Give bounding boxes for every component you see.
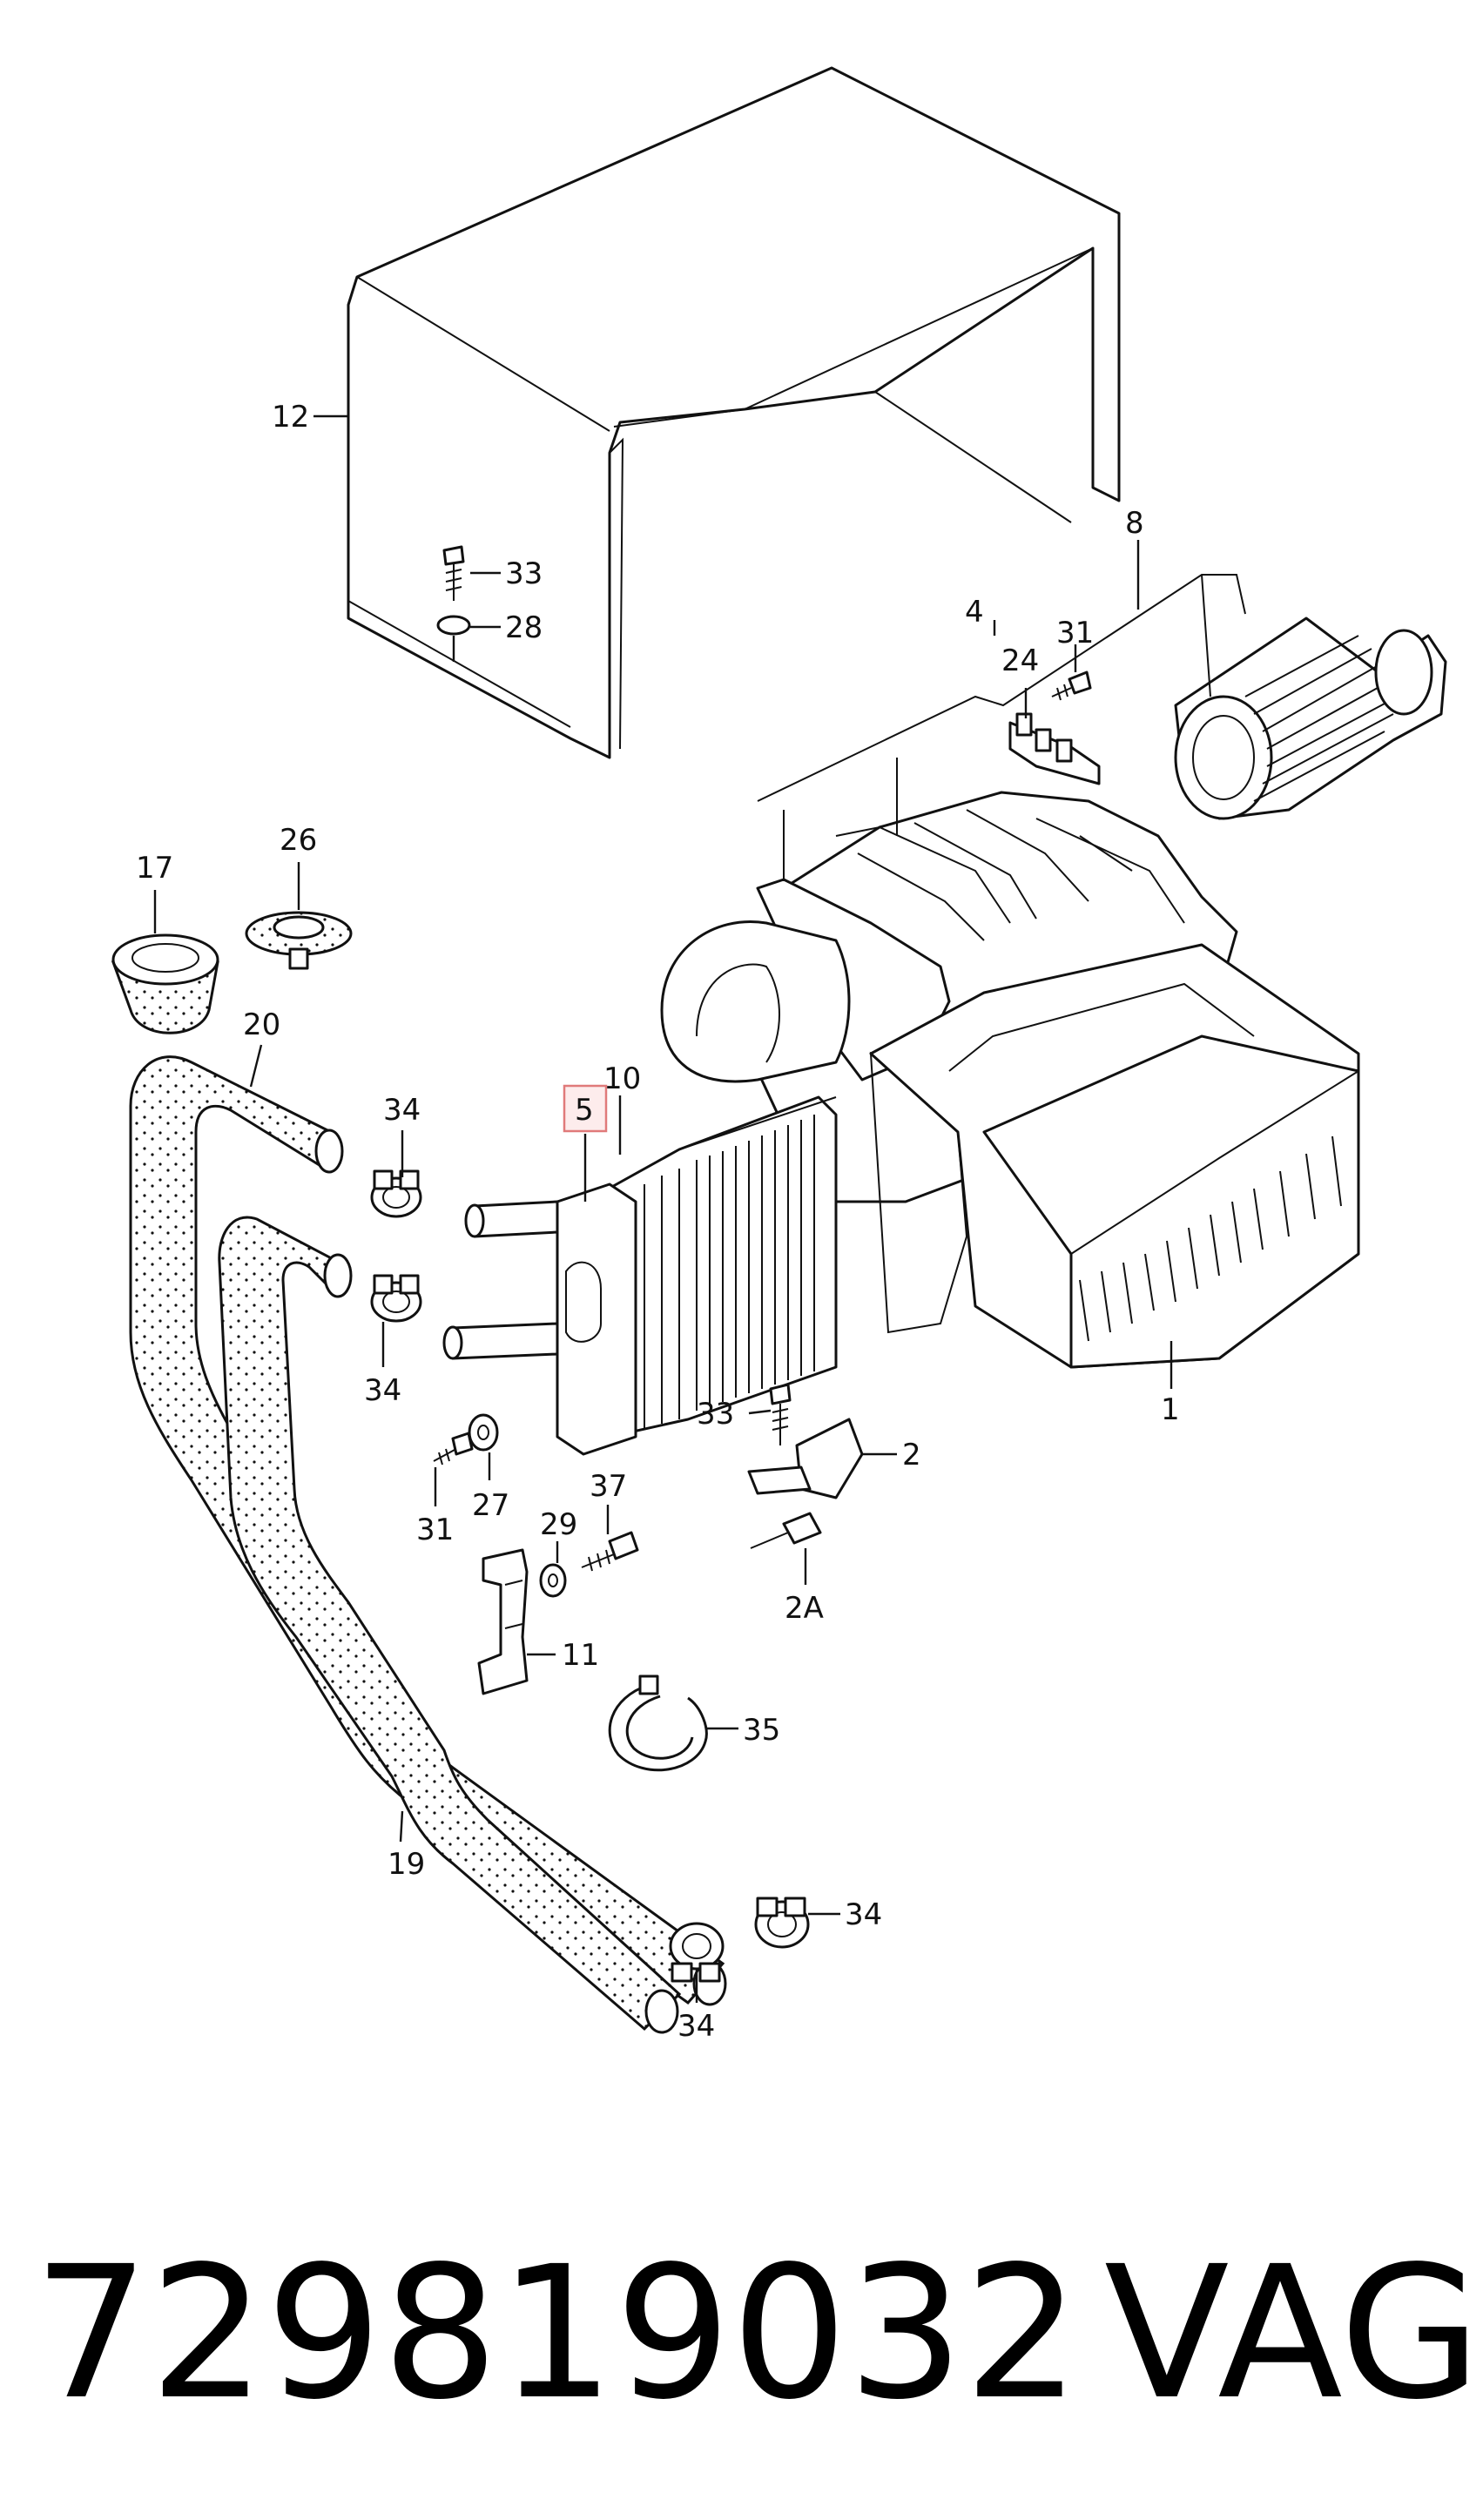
- filter-box: [869, 943, 1360, 1369]
- washer-29-hole: [548, 1573, 558, 1587]
- screw-33-lower: [769, 1383, 792, 1445]
- highlight-box-5: [563, 1084, 608, 1133]
- callout-33-lower: 33: [697, 1397, 734, 1432]
- callout-20: 20: [243, 1007, 280, 1042]
- washer-27: [468, 1413, 499, 1452]
- callout-34-upper: 34: [383, 1093, 421, 1128]
- leader-33b: [748, 1409, 772, 1415]
- callout-27: 27: [472, 1488, 509, 1523]
- group-bracket-ticks: [783, 574, 1211, 879]
- callout-2: 2: [902, 1438, 921, 1472]
- bracket-11: [477, 1548, 529, 1695]
- callout-19: 19: [388, 1847, 425, 1882]
- callout-26: 26: [280, 823, 317, 858]
- callout-29: 29: [540, 1507, 577, 1542]
- clip-24: [1008, 712, 1101, 785]
- callout-1: 1: [1161, 1392, 1180, 1427]
- brand-name: VAG: [1104, 2227, 1481, 2440]
- callout-28: 28: [505, 610, 543, 645]
- screw-31-upper: [1051, 670, 1092, 701]
- callout-12: 12: [272, 400, 309, 435]
- callout-24: 24: [1001, 643, 1039, 678]
- callout-34-bottom: 34: [677, 2009, 715, 2044]
- callout-2a: 2A: [785, 1591, 824, 1626]
- heater-hose-19: [218, 1216, 682, 2034]
- hose-clamp-lower-left: [669, 1922, 725, 1983]
- callout-31-lower: 31: [416, 1513, 454, 1547]
- screw-31-lower: [433, 1432, 474, 1466]
- leader-19: [399, 1810, 404, 1843]
- cover-panel: [347, 66, 1121, 759]
- callout-8: 8: [1125, 506, 1144, 541]
- hose-clamp-middle: [370, 1274, 422, 1323]
- blower-fan: [1174, 617, 1447, 820]
- callout-11: 11: [562, 1638, 599, 1673]
- callout-37: 37: [590, 1469, 627, 1504]
- callout-4: 4: [965, 595, 984, 630]
- rivet-2a: [750, 1512, 822, 1549]
- seal-26: [245, 911, 353, 970]
- callout-31-upper: 31: [1056, 616, 1094, 650]
- core-pipes: [442, 1200, 559, 1360]
- washer-28: [436, 615, 471, 636]
- callout-34-right: 34: [845, 1897, 882, 1932]
- callout-5: 5: [575, 1093, 594, 1128]
- callout-35: 35: [743, 1713, 780, 1748]
- bracket-2: [747, 1418, 864, 1499]
- group-bracket-line: [757, 574, 1246, 802]
- hose-clamp-lower-right: [754, 1897, 810, 1949]
- hose-clip-35: [608, 1674, 708, 1772]
- washer-27-hole: [477, 1425, 489, 1440]
- callout-33-upper: 33: [505, 556, 543, 591]
- callout-34-middle: 34: [364, 1373, 401, 1408]
- hose-clamp-upper: [370, 1169, 422, 1218]
- callout-10: 10: [603, 1061, 641, 1096]
- part-number: 729819032: [33, 2227, 1081, 2440]
- grommet: [111, 933, 219, 1034]
- leader-20: [249, 1044, 263, 1088]
- washer-29: [539, 1563, 567, 1598]
- screw-37: [581, 1531, 639, 1572]
- callout-17: 17: [136, 851, 173, 886]
- screw-33-upper: [442, 545, 465, 601]
- heat-exchanger-core: [556, 1095, 838, 1456]
